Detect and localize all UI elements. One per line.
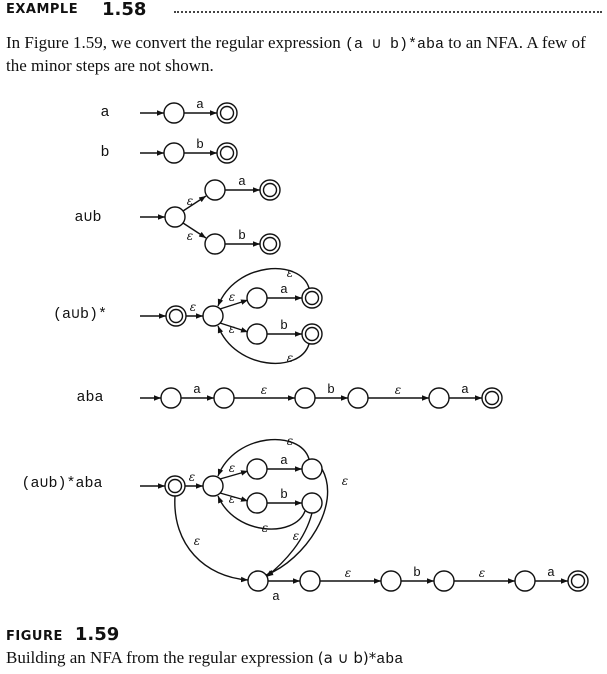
label-b: b	[280, 487, 288, 502]
figure-caption-heading: FIGURE 1.59	[6, 624, 119, 645]
intro-text-2: to an NFA. A few of the minor steps are …	[6, 33, 586, 75]
caption-regex-2: aba	[376, 651, 404, 668]
caption-prefix: Building an NFA from the regular express…	[6, 648, 318, 667]
intro-text-1: In Figure 1.59, we convert the regular e…	[6, 33, 345, 52]
intro-paragraph: In Figure 1.59, we convert the regular e…	[6, 32, 602, 76]
label-epsilon: ε	[479, 566, 485, 580]
example-label: EXAMPLE	[6, 2, 79, 17]
label-epsilon: ε	[189, 470, 195, 484]
row-label-a: a	[100, 104, 109, 121]
label-epsilon: ε	[229, 492, 235, 506]
label-epsilon: ε	[229, 461, 235, 475]
label-epsilon: ε	[395, 383, 401, 397]
label-epsilon: ε	[345, 566, 351, 580]
label-epsilon: ε	[287, 266, 293, 280]
label-b: b	[196, 137, 204, 152]
intro-regex: (a ∪ b)*aba	[344, 36, 445, 53]
label-b: b	[413, 565, 421, 580]
figure-caption-text: Building an NFA from the regular express…	[6, 648, 403, 668]
label-epsilon: ε	[262, 521, 268, 535]
label-a: a	[196, 97, 204, 112]
label-epsilon: ε	[187, 229, 193, 243]
label-a: a	[547, 565, 555, 580]
label-b: b	[327, 382, 335, 397]
example-header: EXAMPLE 1.58	[6, 0, 602, 22]
label-a: a	[461, 382, 469, 397]
label-a: a	[280, 282, 288, 297]
label-epsilon: ε	[194, 534, 200, 548]
caption-regex-1: (a ∪ b)*	[317, 649, 377, 667]
row-label-star: (a∪b)*	[53, 306, 107, 323]
label-epsilon: ε	[190, 300, 196, 314]
label-a: a	[280, 453, 288, 468]
row-label-b: b	[100, 144, 109, 161]
label-epsilon: ε	[342, 474, 348, 488]
label-epsilon: ε	[287, 351, 293, 365]
figure-number: 1.59	[74, 624, 120, 645]
label-a: a	[238, 174, 246, 189]
label-a: a	[272, 589, 280, 604]
header-dotted-rule	[174, 11, 602, 13]
label-epsilon: ε	[261, 383, 267, 397]
example-number: 1.58	[102, 0, 147, 20]
label-epsilon: ε	[293, 529, 299, 543]
label-epsilon: ε	[229, 322, 235, 336]
row-label-full: (a∪b)*aba	[21, 475, 102, 492]
label-a: a	[193, 382, 201, 397]
row-label-aba: aba	[76, 389, 103, 406]
label-epsilon: ε	[187, 194, 193, 208]
label-epsilon: ε	[287, 434, 293, 448]
figure-label: FIGURE	[6, 629, 63, 644]
label-b: b	[238, 228, 246, 243]
label-b: b	[280, 318, 288, 333]
row-label-union: a∪b	[74, 209, 101, 226]
label-epsilon: ε	[229, 290, 235, 304]
